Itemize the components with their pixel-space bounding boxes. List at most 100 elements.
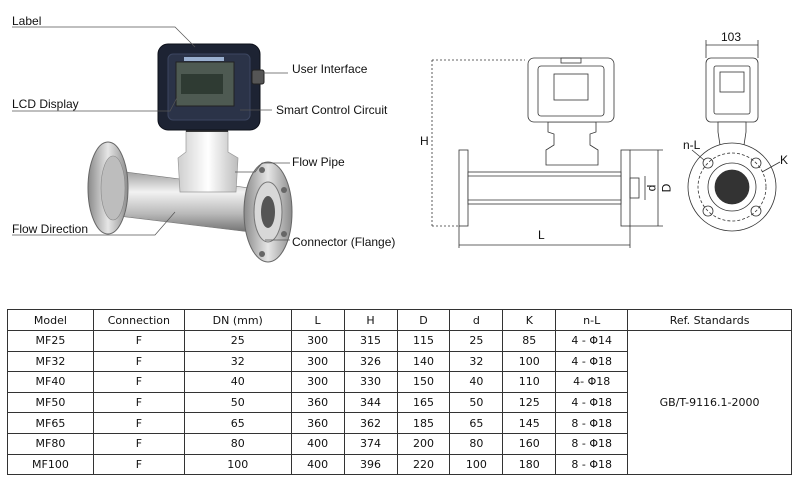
table-cell: 100 (183, 453, 292, 476)
table-cell: 80 (449, 432, 504, 455)
spec-table: Model Connection DN (mm) L H D d K n-L R… (7, 309, 792, 476)
table-cell: F (92, 330, 185, 352)
table-cell: MF25 (7, 330, 94, 352)
table-cell: 300 (290, 330, 345, 352)
callout-leaders (12, 26, 290, 241)
table-cell: F (92, 453, 185, 476)
smart-control-circuit-callout: Smart Control Circuit (276, 103, 388, 117)
table-cell: 115 (396, 330, 451, 352)
table-cell: 185 (396, 412, 451, 434)
table-row: MF50 F 50 360 344 165 50 125 4 - Φ18 (7, 391, 792, 414)
table-cell: 180 (502, 453, 557, 476)
table-cell: 32 (183, 350, 292, 373)
dim-width-label: 103 (721, 30, 742, 44)
table-cell: 110 (502, 371, 557, 393)
table-cell: 40 (449, 371, 504, 393)
table-cell: 65 (449, 412, 504, 434)
table-cell: 100 (449, 453, 504, 476)
table-cell: 400 (290, 453, 345, 476)
left-flange-shape (87, 141, 129, 235)
table-cell: 300 (290, 350, 345, 373)
table-cell: 40 (183, 371, 292, 393)
table-cell: 4 - Φ18 (555, 391, 629, 414)
dim-d-small-label: d (644, 184, 659, 192)
table-header-row: Model Connection DN (mm) L H D d K n-L R… (7, 309, 792, 331)
col-header: D (396, 309, 451, 331)
table-row: MF40 F 40 300 330 150 40 110 4- Φ18 (7, 371, 792, 393)
table-cell: 165 (396, 391, 451, 414)
dimension-drawing (431, 40, 781, 248)
table-cell: F (92, 391, 185, 414)
flow-direction-callout: Flow Direction (12, 222, 89, 236)
table-cell: 360 (290, 391, 345, 414)
table-cell: 400 (290, 432, 345, 455)
table-cell: F (92, 371, 185, 393)
table-cell: 80 (183, 432, 292, 455)
table-row: MF65 F 65 360 362 185 65 145 8 - Φ18 (7, 412, 792, 434)
table-cell: 360 (290, 412, 345, 434)
table-cell: 4 - Φ18 (555, 350, 629, 373)
col-header: Ref. Standards (627, 309, 792, 331)
table-cell: MF40 (7, 371, 94, 393)
transmitter-head-shape (157, 43, 265, 131)
table-cell: 150 (396, 371, 451, 393)
table-cell: 160 (502, 432, 557, 455)
table-cell: 374 (343, 432, 398, 455)
table-cell: 8 - Φ18 (555, 412, 629, 434)
table-cell: 4- Φ18 (555, 371, 629, 393)
table-cell: F (92, 432, 185, 455)
table-cell: 8 - Φ18 (555, 453, 629, 476)
dim-d-large-label: D (659, 183, 674, 193)
table-row: MF100 F 100 400 396 220 100 180 8 - Φ18 (7, 453, 792, 476)
table-cell: 100 (502, 350, 557, 373)
right-flange-shape (243, 161, 293, 263)
table-cell: 396 (343, 453, 398, 476)
ref-standard-cell: GB/T-9116.1-2000 (627, 329, 792, 476)
dim-k-label: K (780, 153, 789, 167)
table-cell: F (92, 412, 185, 434)
table-cell: F (92, 350, 185, 373)
table-cell: MF50 (7, 391, 94, 414)
label-callout: Label (12, 14, 42, 28)
table-cell: 65 (183, 412, 292, 434)
table-cell: 200 (396, 432, 451, 455)
connector-callout: Connector (Flange) (292, 235, 396, 249)
lcd-display-callout: LCD Display (12, 97, 79, 111)
product-illustration (12, 26, 781, 263)
dim-l-label: L (538, 228, 545, 242)
table-cell: 50 (449, 391, 504, 414)
table-cell: 25 (183, 330, 292, 352)
table-cell: 125 (502, 391, 557, 414)
table-cell: 220 (396, 453, 451, 476)
table-cell: MF32 (7, 350, 94, 373)
sensor-neck-shape (177, 124, 239, 193)
col-header: n-L (555, 309, 629, 331)
table-cell: 300 (290, 371, 345, 393)
table-cell: 32 (449, 350, 504, 373)
user-interface-callout: User Interface (292, 62, 368, 76)
table-cell: 8 - Φ18 (555, 432, 629, 455)
col-header: H (343, 309, 398, 331)
table-cell: MF80 (7, 432, 94, 455)
table-cell: 326 (343, 350, 398, 373)
table-cell: 362 (343, 412, 398, 434)
col-header: Connection (92, 309, 185, 331)
dim-nl-label: n-L (683, 138, 701, 152)
col-header: DN (mm) (183, 309, 292, 331)
table-row: MF25 F 25 300 315 115 25 85 4 - Φ14 GB/T… (7, 329, 792, 476)
dim-h-label: H (420, 134, 429, 148)
flow-pipe-callout: Flow Pipe (292, 155, 345, 169)
col-header: d (449, 309, 504, 331)
col-header: K (502, 309, 557, 331)
table-cell: MF100 (7, 453, 94, 476)
col-header: Model (7, 309, 94, 331)
table-cell: 25 (449, 330, 504, 352)
table-cell: MF65 (7, 412, 94, 434)
table-row: MF80 F 80 400 374 200 80 160 8 - Φ18 (7, 432, 792, 455)
table-cell: 50 (183, 391, 292, 414)
table-cell: 344 (343, 391, 398, 414)
table-cell: 4 - Φ14 (555, 330, 629, 352)
table-cell: 330 (343, 371, 398, 393)
table-cell: 145 (502, 412, 557, 434)
table-cell: 85 (502, 330, 557, 352)
